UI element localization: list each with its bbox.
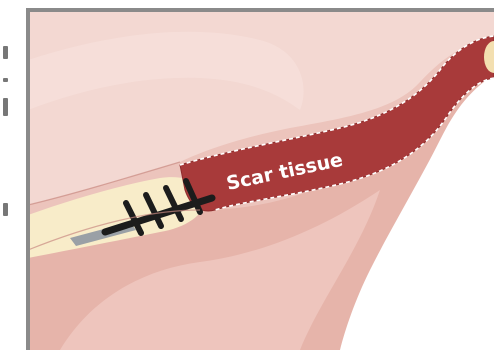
text-fragment-3 [3, 98, 8, 116]
text-fragment-2 [3, 78, 8, 82]
text-fragment-1 [3, 46, 8, 59]
text-fragment-4 [3, 203, 8, 216]
